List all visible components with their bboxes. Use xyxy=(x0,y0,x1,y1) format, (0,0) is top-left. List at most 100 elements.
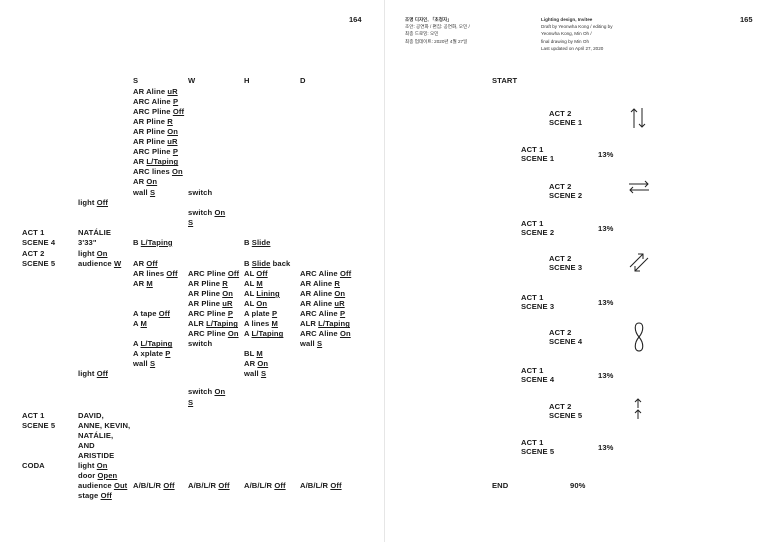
cue-state: L/Taping xyxy=(318,319,350,329)
scene-label: SCENE 1 xyxy=(521,154,555,163)
scene-label: SCENE 1 xyxy=(549,118,583,127)
cue-line: AR lines Off xyxy=(133,269,178,278)
cue-text: ARC Pline xyxy=(188,329,228,339)
cue-line: ARC Aline P xyxy=(300,309,345,318)
cue-text: door xyxy=(78,470,98,480)
scene-label: SCENE 4 xyxy=(521,375,555,384)
cue-state: L/Taping xyxy=(140,237,173,247)
cue-line: AL Lining xyxy=(244,289,280,298)
cue-text: A xyxy=(244,329,252,339)
act-label: ACT 1 xyxy=(521,145,544,154)
cue-line: AL Off xyxy=(244,269,268,278)
cue-line: A L/Taping xyxy=(133,339,172,348)
cue-line: 3'33" xyxy=(78,238,97,247)
cue-text: DAVID, xyxy=(78,410,104,420)
infinity-loop-icon xyxy=(632,320,646,359)
cue-state: On xyxy=(146,177,158,187)
cue-text: AL xyxy=(244,278,257,288)
cue-text: wall xyxy=(133,359,150,369)
meta-line: Lighting design, Invitee xyxy=(541,17,593,22)
cue-state: P xyxy=(271,309,278,319)
cue-text: AR Aline xyxy=(300,299,335,309)
cue-line: wall S xyxy=(244,369,266,378)
cue-text: stage xyxy=(78,491,101,500)
cue-state: S xyxy=(149,359,156,369)
cue-text: AR xyxy=(133,177,147,187)
cue-text: AR xyxy=(133,157,147,167)
act-label: ACT 2 xyxy=(549,254,572,263)
cue-text: A/B/L/R xyxy=(188,480,219,490)
cue-line: AR Pline uR xyxy=(133,137,178,146)
cue-line: ALR L/Taping xyxy=(300,319,350,328)
cue-state: L/Taping xyxy=(140,339,173,349)
cue-text: SCENE 5 xyxy=(22,258,56,268)
cue-line: ARISTIDE xyxy=(78,451,114,460)
cue-line: light On xyxy=(78,249,108,258)
cue-text: AL xyxy=(244,289,257,298)
up-down-arrows-icon xyxy=(629,107,647,134)
cue-text: wall xyxy=(133,187,150,197)
cue-text: AL xyxy=(244,299,257,309)
cue-state: On xyxy=(334,289,346,298)
cue-text: A xyxy=(133,319,141,329)
cue-state: M xyxy=(140,319,147,329)
cue-line: ARC Pline Off xyxy=(188,269,239,278)
cue-text: wall xyxy=(244,369,261,379)
cue-state: M xyxy=(256,278,263,288)
meta-line: Yeonwha Kong, Min Oh / xyxy=(541,31,592,37)
meta-line: final drawing by Min Oh xyxy=(541,38,590,44)
cue-state: On xyxy=(256,299,268,309)
up-arrows-icon xyxy=(633,398,643,425)
cue-text: switch xyxy=(188,339,213,349)
cue-text: ARISTIDE xyxy=(78,450,115,460)
cue-state: R xyxy=(167,117,173,127)
cue-text: AR Aline xyxy=(133,87,168,96)
meta-line: Last updated on April 27, 2020 xyxy=(541,45,604,51)
cue-text: AR Pline xyxy=(133,127,168,137)
cue-state: Off xyxy=(172,107,185,117)
cue-text: A/B/L/R xyxy=(244,480,275,490)
cue-line: ARC Aline Off xyxy=(300,269,351,278)
cue-text: ARC Aline xyxy=(300,268,340,278)
cue-line: AR Aline R xyxy=(300,279,340,288)
scene-label: SCENE 2 xyxy=(549,191,583,200)
cue-text: ARC Aline xyxy=(300,329,340,339)
cue-text: AR Pline xyxy=(133,117,168,127)
page-number: 165 xyxy=(740,15,753,24)
cue-line: ARC lines On xyxy=(133,167,183,176)
cue-state: uR xyxy=(167,137,178,147)
cue-line: B Slide back xyxy=(244,259,290,268)
scene-percent: 13% xyxy=(598,150,614,159)
cue-line: AR On xyxy=(244,359,268,368)
cue-text: ACT 1 xyxy=(22,227,45,237)
cue-state: On xyxy=(171,167,183,177)
cue-line: ARC Pline P xyxy=(188,309,233,318)
right-page: 조명 디자인, 「초청자」 초안: 공연화 / 편집: 공연화, 오민 / 최종… xyxy=(385,0,768,542)
cue-line: A/B/L/R Off xyxy=(188,481,230,490)
cue-text: light xyxy=(78,460,97,470)
cue-text: A xyxy=(133,339,141,349)
scene-percent: 13% xyxy=(598,298,614,307)
cue-line: ACT 2 xyxy=(22,249,44,258)
cue-text: AR Aline xyxy=(300,278,335,288)
cue-text: AR Aline xyxy=(300,289,335,298)
cue-state: R xyxy=(334,278,340,288)
cue-state: Off xyxy=(166,268,178,278)
cue-text: AR lines xyxy=(133,268,167,278)
cue-state: On xyxy=(214,387,226,397)
cue-line: B L/Taping xyxy=(133,238,173,247)
cue-text: ALR xyxy=(188,319,207,329)
cue-state: M xyxy=(256,349,263,359)
cue-line: ARC Pline P xyxy=(133,147,178,156)
cue-line: audience Out xyxy=(78,481,127,490)
cue-text: SCENE 5 xyxy=(22,420,56,430)
cue-text: wall xyxy=(300,339,317,349)
cue-text: light xyxy=(78,369,97,379)
cue-text: AR Pline xyxy=(188,278,223,288)
cue-text: NATÁLIE, xyxy=(78,430,114,440)
cue-line: B Slide xyxy=(244,238,270,247)
